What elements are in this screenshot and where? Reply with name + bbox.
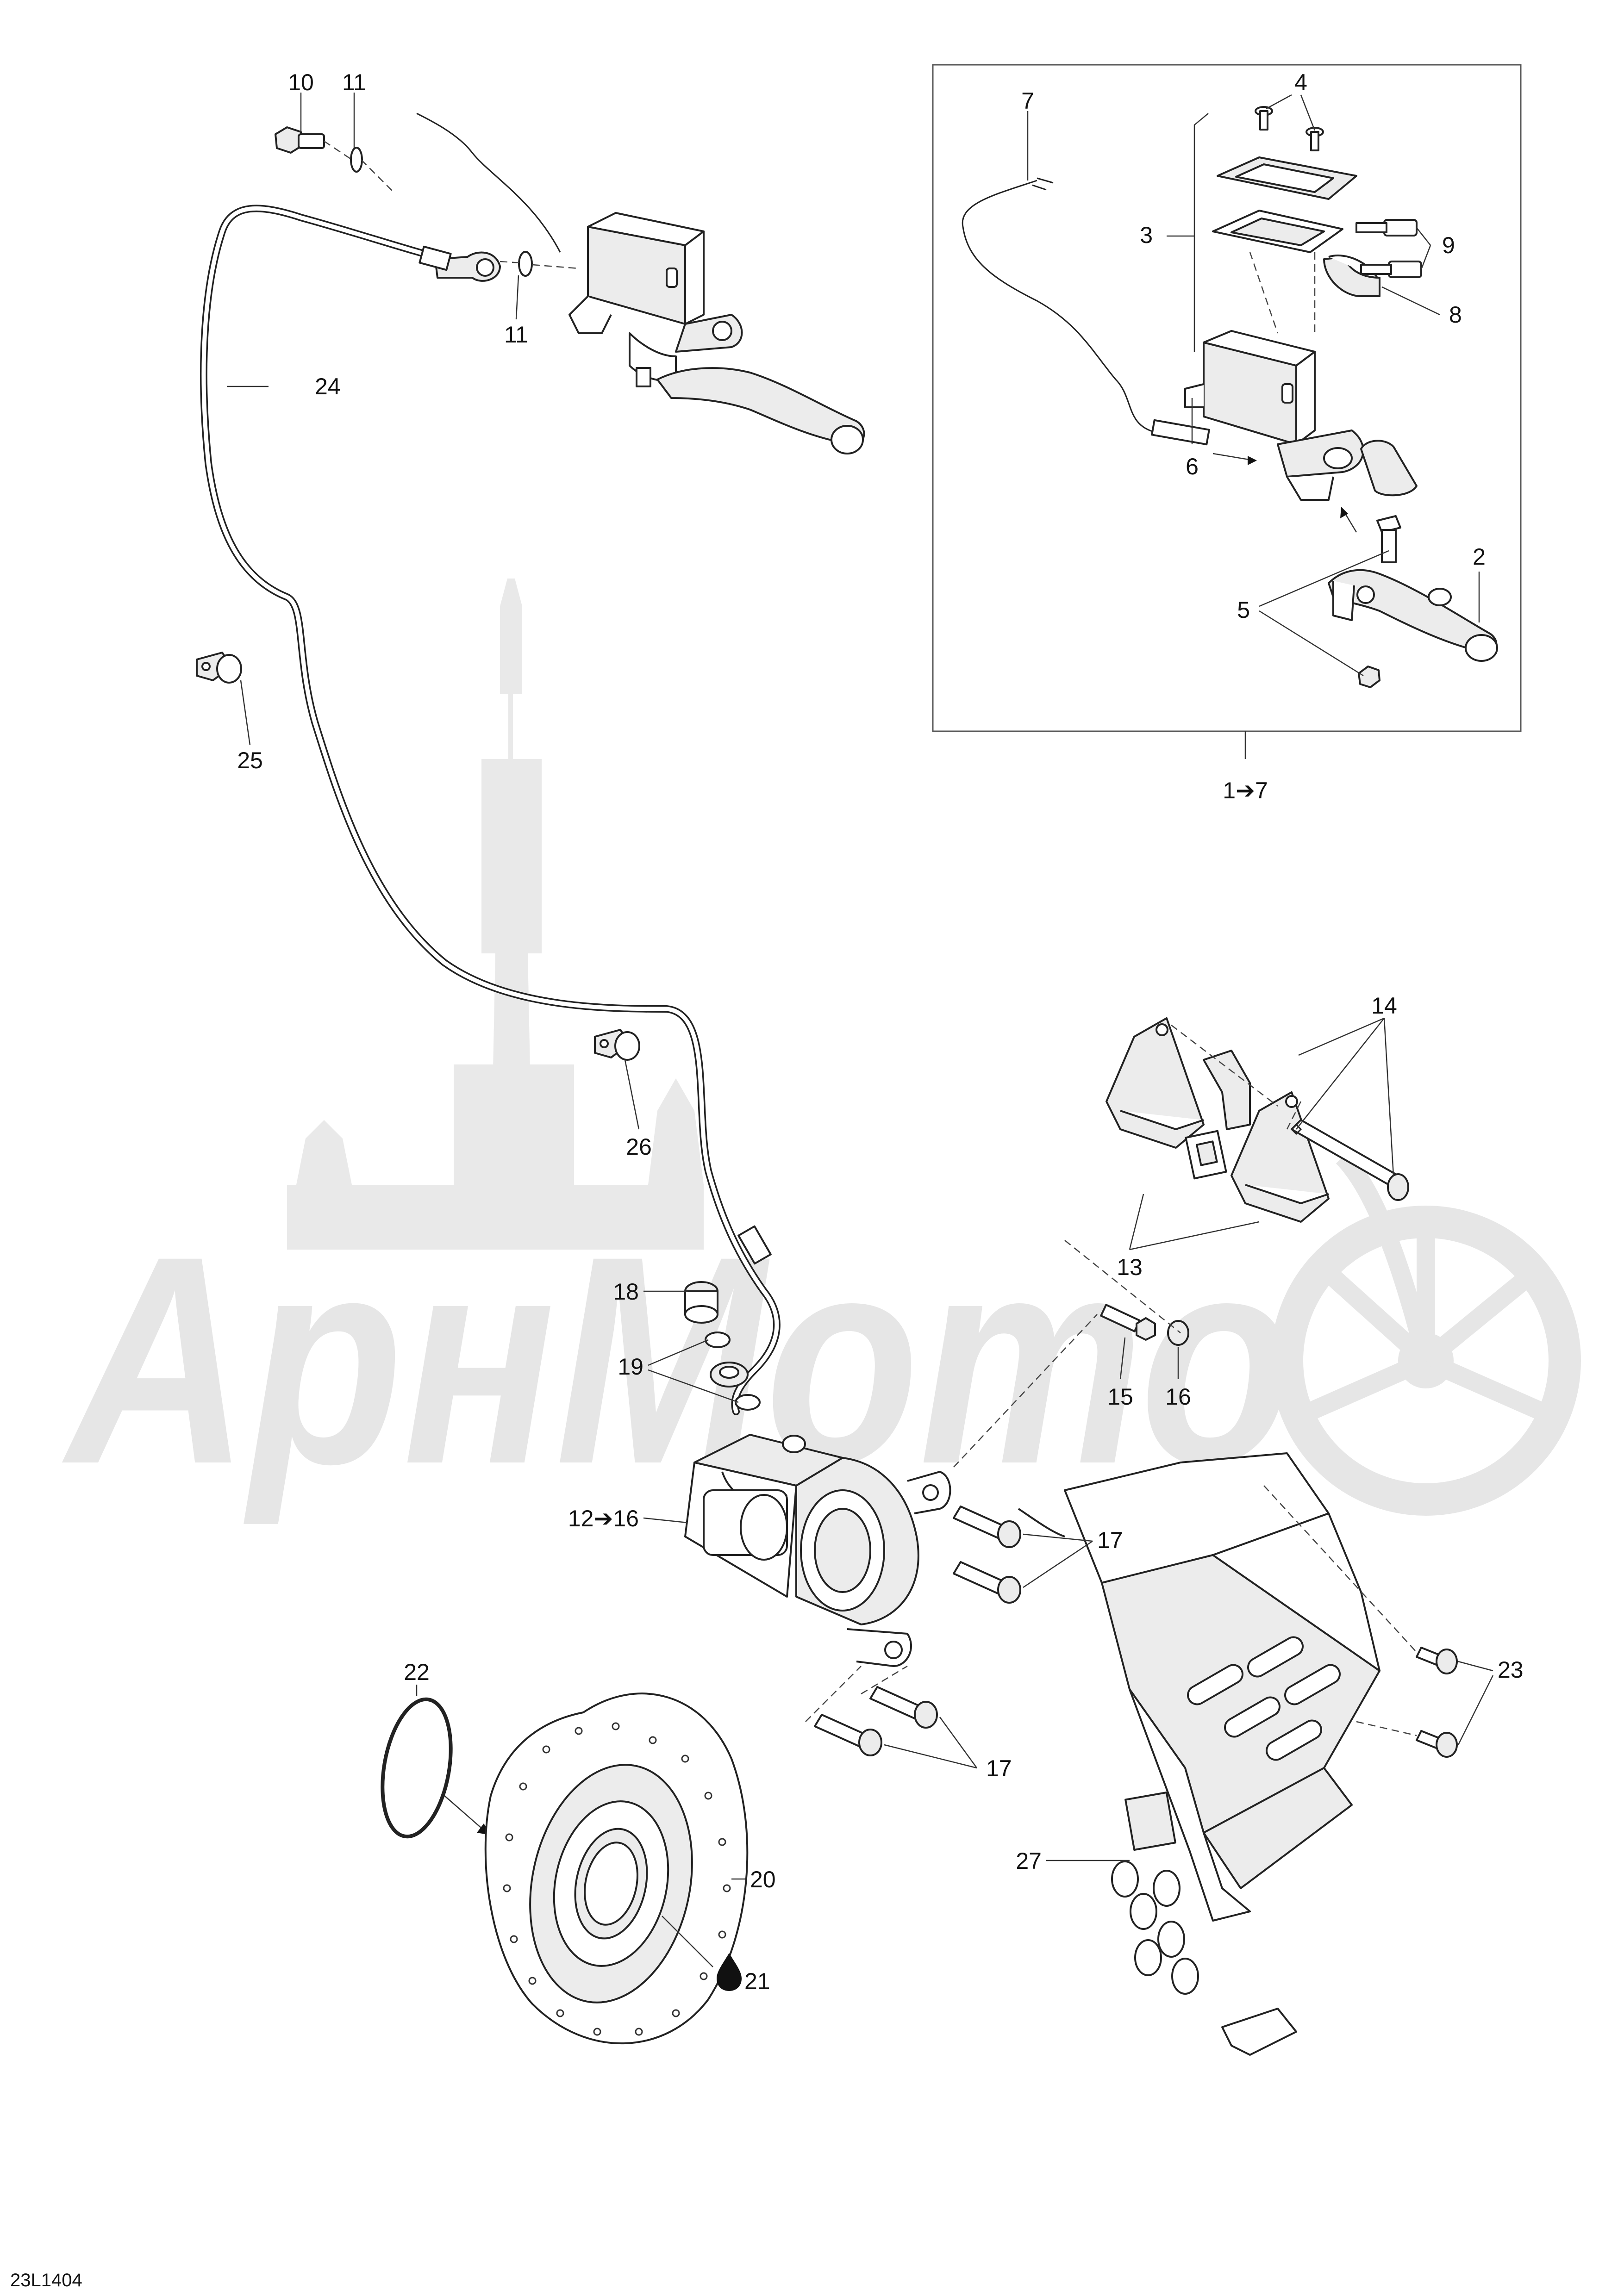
cover-screw [1305,127,1324,151]
sealing-washer [518,251,533,277]
pad-pin [1291,1119,1409,1201]
callout-8: 8 [1449,302,1462,328]
callout-11: 11 [504,322,528,348]
inset-leaders [1027,94,1480,677]
handlebar-clamp [1323,255,1380,297]
diagram-code: 23L1404 [10,2270,82,2290]
caliper-bolt [953,1561,1021,1604]
clamp-bolt [1355,219,1418,236]
brake-hose [200,205,781,1415]
sealing-washer [735,1394,761,1411]
master-cylinder-exploded [1184,106,1498,688]
callout-6: 6 [1186,454,1199,479]
callout-18: 18 [613,1279,639,1305]
skid-plate [1018,1452,1380,2056]
brake-caliper [684,1434,951,1667]
master-cylinder-assembled [275,112,865,454]
sealing-washer [350,147,363,173]
lever-pivot-bolt [1376,515,1401,563]
callout-24: 24 [315,373,341,399]
pin-clip [1290,1123,1302,1135]
arrow-right-icon: ➔ [1236,778,1255,803]
callout-21: 21 [717,1953,770,1994]
caliper-bolt [869,1686,938,1729]
skid-plate-holes [1111,1860,1199,1995]
callout-5: 5 [1237,597,1250,623]
wire-harness [962,177,1210,446]
callout-13: 13 [1117,1254,1143,1280]
svg-text:21: 21 [744,1968,770,1994]
callout-15: 15 [1107,1384,1133,1410]
hose-clip [594,1029,640,1061]
callout-22: 22 [404,1659,430,1685]
skid-plate-screw [1416,1730,1458,1758]
callout-9: 9 [1442,232,1455,258]
brake-lever [1328,569,1498,662]
watermark: АрнМото [59,579,1581,1527]
watermark-wheel [1271,1150,1581,1516]
callout-14: 14 [1371,993,1397,1019]
callout-range-1-7: 1➔7 [1223,778,1268,803]
pad-spring [1185,1050,1251,1180]
callout-16: 16 [1165,1384,1191,1410]
dust-boot [1360,440,1418,497]
skid-plate-screw [1416,1647,1458,1674]
banjo-fitting [710,1362,749,1388]
callout-25: 25 [237,747,263,773]
callout-7: 7 [1021,88,1034,114]
callout-26: 26 [626,1134,652,1160]
callout-17: 17 [1097,1527,1123,1553]
callout-20: 20 [750,1867,776,1892]
banjo-bolt [275,126,325,154]
cathedral-silhouette [287,579,704,1250]
skid-plate-slots [1187,1636,1341,1761]
callout-17: 17 [986,1755,1012,1781]
callout-11: 11 [342,69,366,95]
callout-10: 10 [288,69,314,95]
cover-screw [1255,106,1273,131]
bleeder-cap [1167,1320,1189,1346]
callout-labels: 10 11 11 24 25 7 4 3 9 8 6 2 5 1➔7 14 26… [237,69,1523,1994]
brake-disc [484,1692,749,2045]
callout-19: 19 [618,1354,643,1380]
o-ring [381,1697,453,1839]
callout-23: 23 [1498,1657,1524,1683]
brake-pads [1106,1017,1330,1223]
bleeder-banjo-bolt [684,1281,718,1324]
caliper-bolt [953,1506,1021,1548]
caliper-bolt [814,1714,882,1756]
bleeder-valve [1100,1304,1156,1341]
disc-holes [503,1722,731,2036]
clamp-bolt [1360,261,1422,278]
callout-2: 2 [1473,544,1486,570]
callout-4: 4 [1294,69,1307,95]
callout-3: 3 [1140,222,1153,248]
callout-range-12-16: 12➔16 [568,1506,639,1531]
hose-clip [196,652,242,684]
inset-frame [932,64,1522,732]
sealing-washer [705,1332,731,1348]
oil-drop-icon [717,1953,742,1991]
callout-27: 27 [1016,1848,1042,1874]
lever-pivot-nut [1358,666,1380,688]
arrow-right-icon: ➔ [593,1506,613,1531]
master-cylinder-body [1184,330,1364,501]
watermark-text: АрнМото [59,1195,1294,1527]
leader-lines [227,93,1494,1967]
